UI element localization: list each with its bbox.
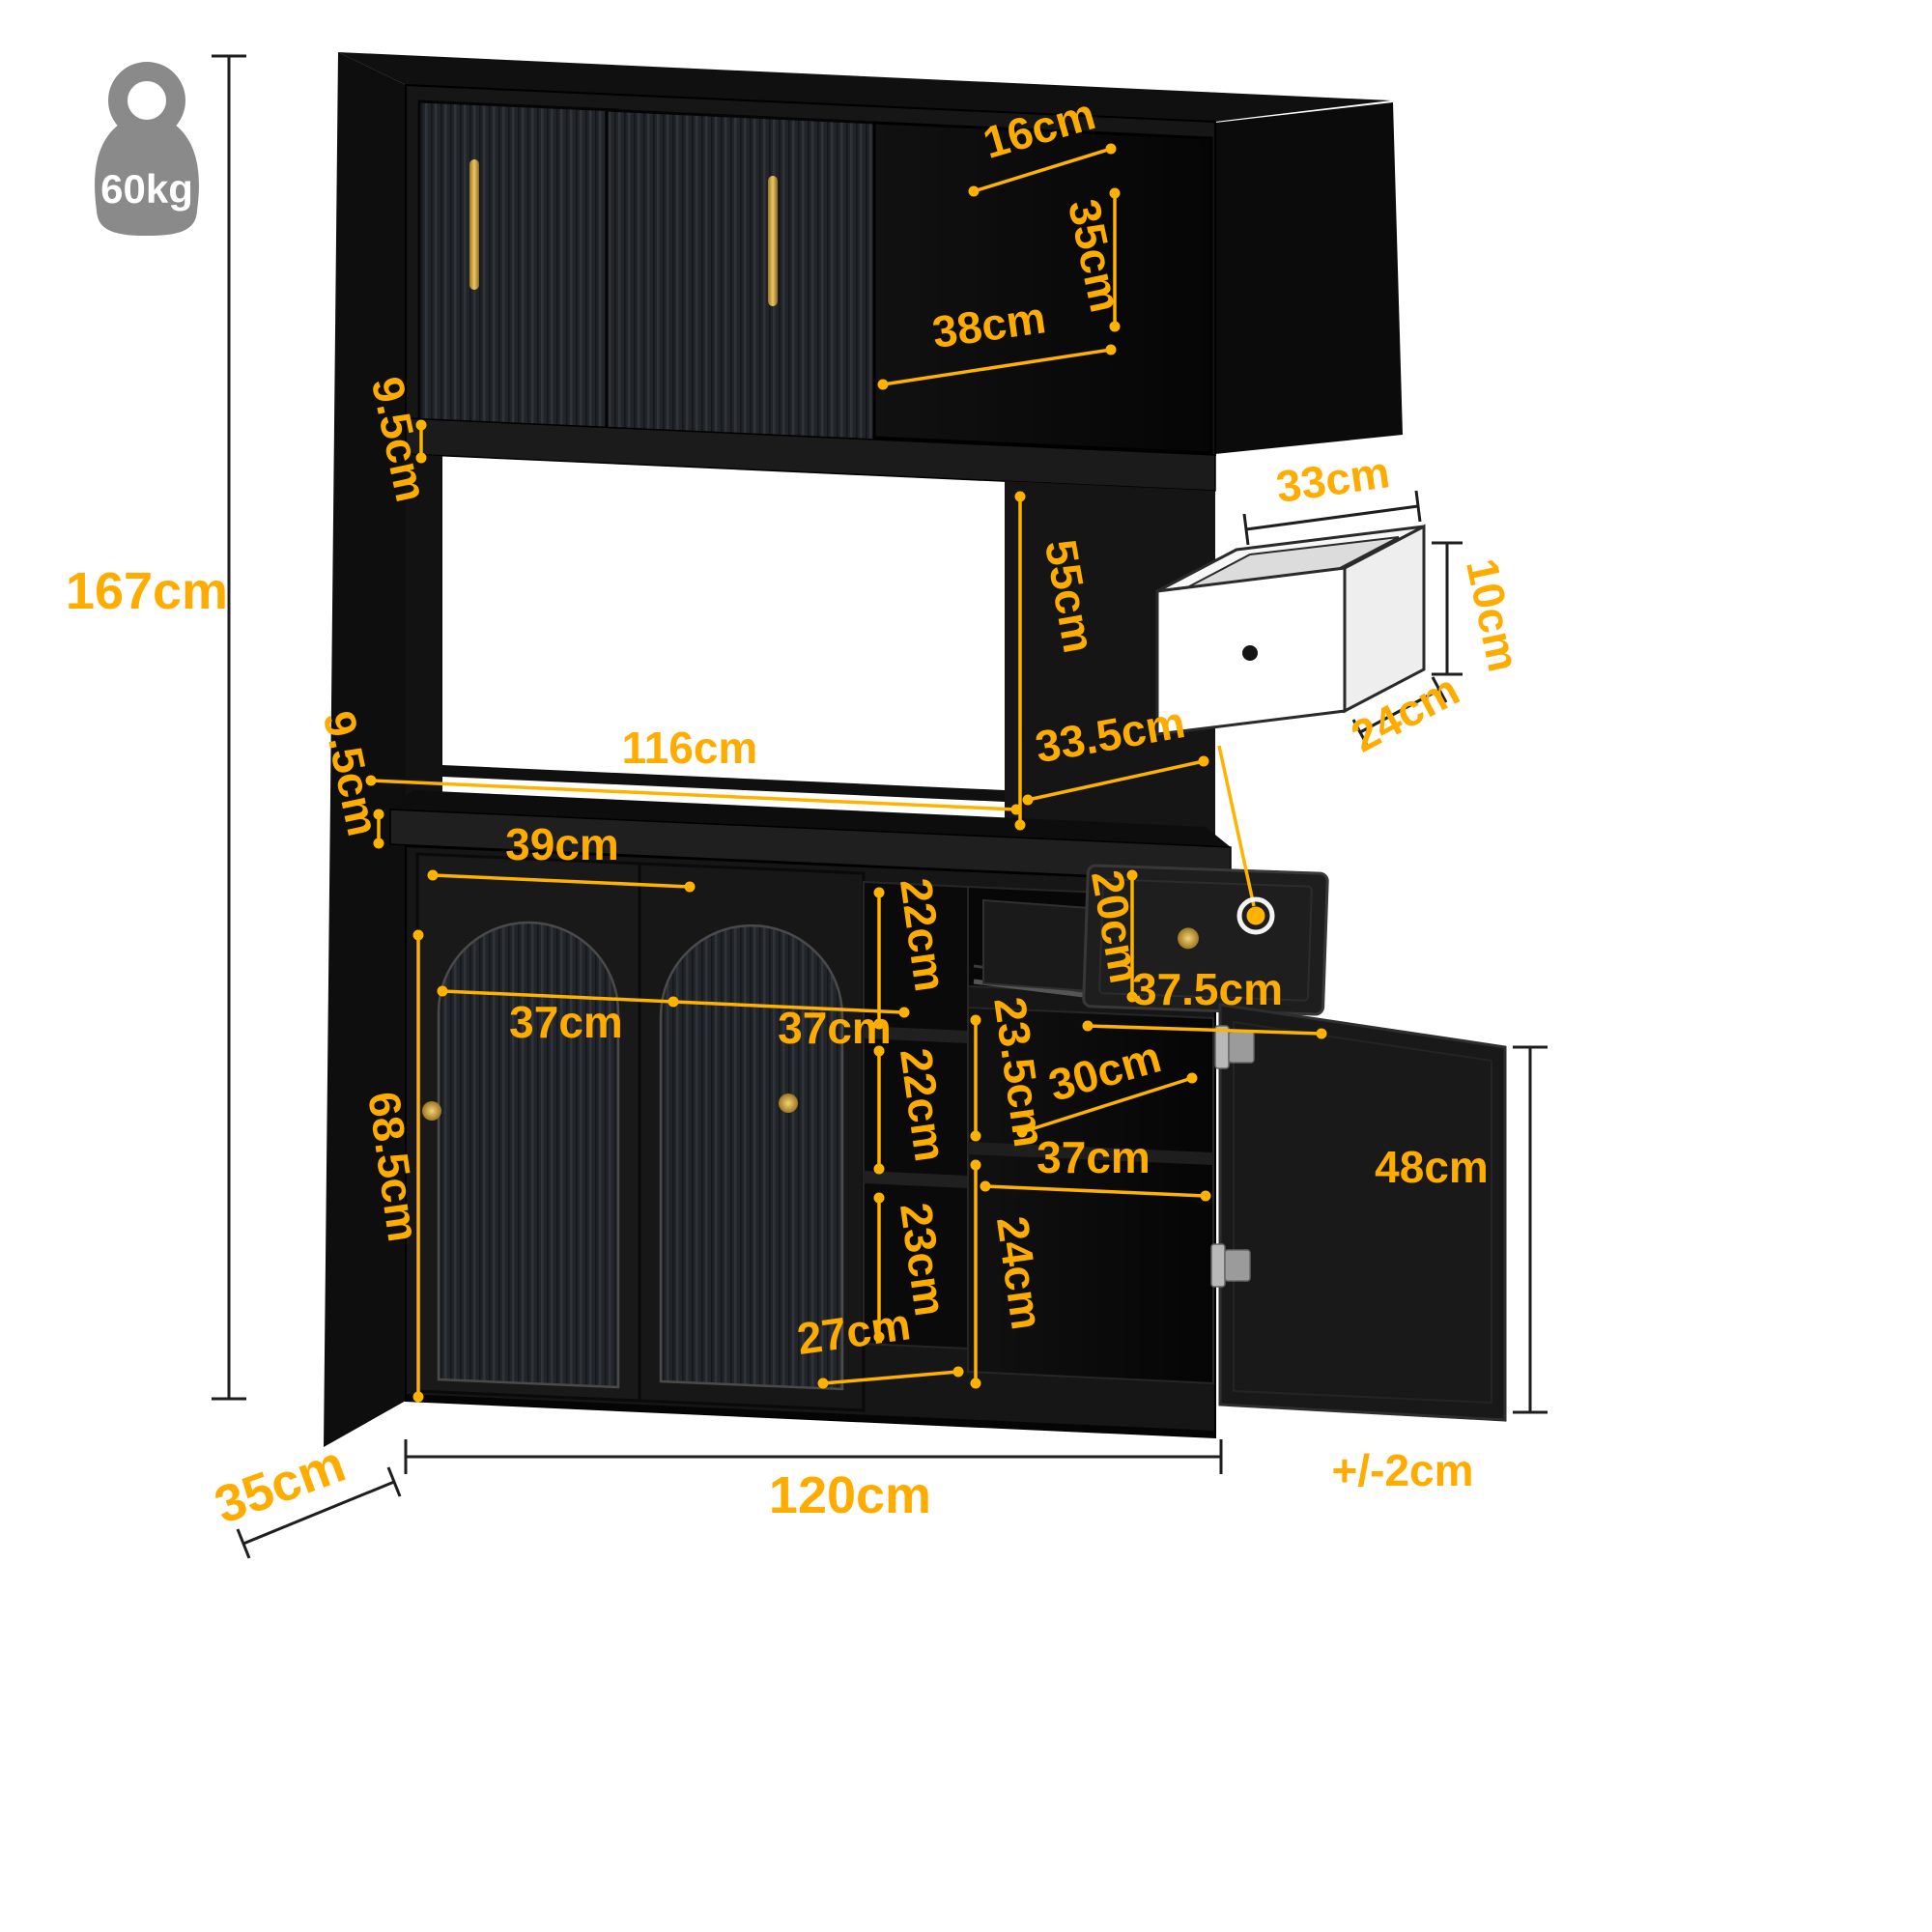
tolerance-label: +/-2cm [1331, 1445, 1473, 1495]
drawer-knob [1178, 927, 1200, 950]
overall-width-label: 120cm [769, 1466, 931, 1524]
dim-overall-height: 167cm [66, 54, 246, 1401]
inset-connector-line [1217, 745, 1256, 907]
dim-open-door-height: 48cm [1375, 1045, 1548, 1414]
overall-depth-label: 35cm [208, 1435, 353, 1535]
dim-base-door-width: 39cm [427, 819, 696, 893]
drawer-detail-inset: 33cm 10cm 24cm [1155, 446, 1529, 935]
dim-inset-height: 10cm [1432, 541, 1529, 676]
dim-overall-width: 120cm [404, 1439, 1223, 1524]
hutch-sliding-door-left [417, 99, 620, 432]
middle-left-stile [406, 454, 442, 813]
base-door-width-label: 39cm [505, 819, 619, 869]
base-door-knob-right [779, 1094, 798, 1113]
inset-height-label: 10cm [1457, 554, 1529, 676]
dim-overall-depth: 35cm [208, 1435, 402, 1559]
right-compartment-shelf [968, 1142, 1213, 1165]
connector-dot [1246, 906, 1265, 925]
base-open-door [1218, 1003, 1507, 1422]
capacity-label: 60kg [100, 166, 193, 212]
dim-drawer-width: 37.5cm [1082, 964, 1327, 1039]
arched-glass-window-left [437, 921, 620, 1389]
glass-width-left-label: 37cm [509, 997, 623, 1047]
overall-height-label: 167cm [66, 562, 228, 620]
connector-ring [1236, 896, 1275, 935]
middle-shelf-top [864, 1026, 968, 1043]
open-door-height-label: 48cm [1375, 1142, 1489, 1192]
inset-drawer-side [1343, 524, 1426, 714]
drawer-width-label: 37.5cm [1132, 964, 1283, 1014]
glass-width-right-label: 37cm [778, 1003, 892, 1053]
cabinet-right-side-panel [1215, 102, 1403, 454]
plinth-edge [406, 1394, 1215, 1437]
kettlebell-body-icon [95, 120, 199, 236]
door-hinge-bottom [1210, 1243, 1251, 1288]
dim-glass-widths: 37cm 37cm [437, 985, 910, 1053]
drawer-front-bevel [1098, 878, 1313, 1002]
hutch-open-cubby [872, 121, 1213, 455]
cabinet-top-panel [338, 52, 1391, 122]
cabinet-left-side-panel [324, 52, 406, 1447]
glass-width-mid-dot [668, 996, 679, 1008]
dim-right-width: 37cm [980, 1132, 1211, 1202]
open-width-label: 116cm [622, 723, 758, 773]
inset-drawer-knob [1242, 645, 1258, 661]
cabinet-illustration [324, 52, 1507, 1447]
hutch-door-handle-right [768, 176, 778, 306]
hutch-door-handle-left [469, 159, 479, 290]
weight-capacity-badge: 60kg [95, 62, 199, 236]
inset-width-label: 33cm [1273, 446, 1393, 512]
drawer-box-side [982, 898, 1091, 993]
base-door-knob-left [422, 1101, 441, 1121]
middle-shelf-bottom [864, 1171, 968, 1188]
hutch-sliding-door-right [605, 108, 876, 444]
dim-open-width: 116cm [365, 723, 1022, 815]
right-width-label: 37cm [1037, 1132, 1151, 1182]
